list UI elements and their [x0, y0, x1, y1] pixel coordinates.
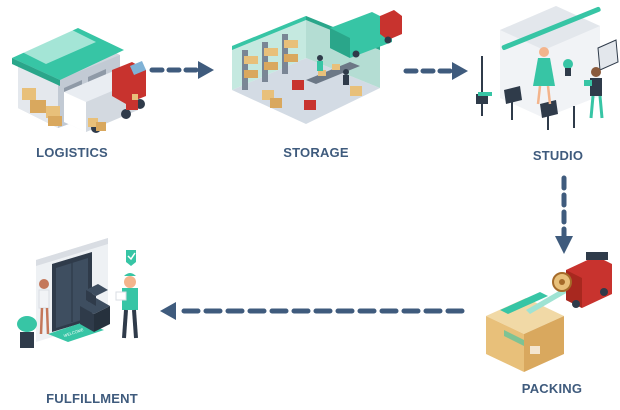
- arrow-studio-to-packing: [555, 175, 573, 254]
- studio-illustration: [476, 6, 619, 130]
- label-storage: STORAGE: [283, 145, 349, 160]
- storage-illustration: [232, 10, 402, 124]
- fulfillment-illustration: [17, 238, 138, 348]
- arrow-logistics-to-storage: [149, 61, 214, 79]
- arrow-storage-to-studio: [403, 62, 468, 80]
- label-logistics: LOGISTICS: [36, 145, 108, 160]
- logistics-illustration: [12, 28, 146, 133]
- welcome-mat-text: WELCOME: [63, 327, 85, 338]
- packing-illustration: [486, 252, 612, 372]
- label-packing: PACKING: [521, 381, 583, 396]
- arrow-packing-to-fulfillment: [160, 302, 465, 320]
- label-fulfillment: FULFILLMENT: [46, 391, 138, 406]
- label-studio: STUDIO: [532, 148, 584, 163]
